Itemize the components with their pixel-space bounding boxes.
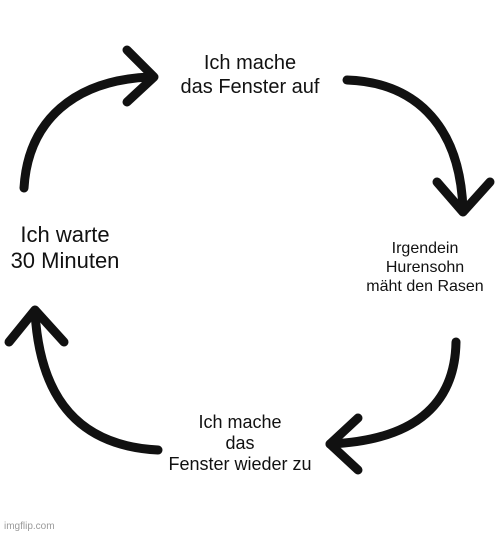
step-lawn-mowing: Irgendein Hurensohn mäht den Rasen — [366, 240, 484, 295]
step-wait: Ich warte 30 Minuten — [10, 222, 120, 273]
step-close-window: Ich mache das Fenster wieder zu — [168, 412, 312, 475]
arrow-to-top — [19, 45, 159, 193]
step-open-window: Ich mache das Fenster auf — [180, 52, 320, 98]
watermark: imgflip.com — [4, 521, 55, 532]
arrow-to-left — [4, 305, 163, 455]
arrow-to-right — [342, 75, 495, 217]
arrow-to-bottom — [325, 337, 461, 475]
